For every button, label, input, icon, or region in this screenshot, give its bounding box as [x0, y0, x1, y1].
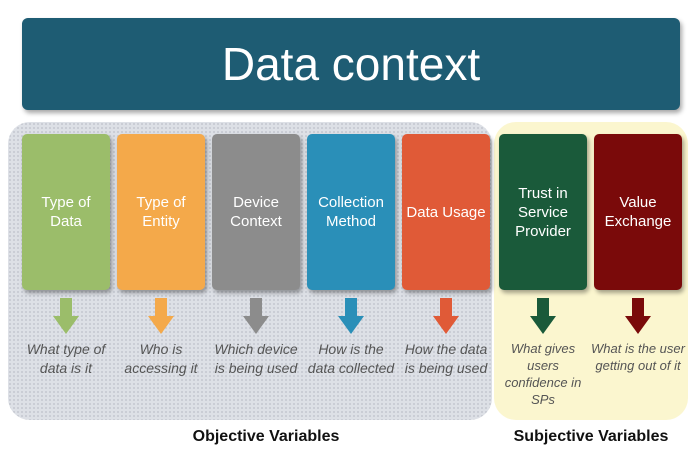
card-label: Type of Data — [41, 194, 91, 230]
down-arrow-icon — [243, 298, 269, 334]
page-title: Data context — [221, 38, 481, 90]
card-label: Collection Method — [318, 194, 384, 230]
card-value-exchange: Value Exchange — [594, 134, 682, 290]
card-label: Value Exchange — [604, 194, 672, 230]
description-type-of-entity: Who is accessing it — [124, 341, 198, 376]
description-value-exchange: What is the user getting out of it — [591, 341, 685, 373]
down-arrow-icon — [53, 298, 79, 334]
objective-variables-label: Objective Variables — [192, 428, 340, 445]
card-label: Data Usage — [406, 203, 486, 221]
card-data-usage: Data Usage — [402, 134, 490, 290]
card-label: Type of Entity — [136, 194, 186, 230]
down-arrow-icon — [625, 298, 651, 334]
card-label: Trust in Service Provider — [515, 184, 571, 240]
description-device-context: Which device is being used — [214, 341, 298, 376]
title-banner: Data context — [22, 18, 680, 110]
down-arrow-icon — [338, 298, 364, 334]
subjective-variables-label: Subjective Variables — [513, 428, 669, 445]
down-arrow-icon — [530, 298, 556, 334]
description-collection-method: How is the data collected — [307, 341, 395, 376]
down-arrow-icon — [148, 298, 174, 334]
card-type-of-data: Type of Data — [22, 134, 110, 290]
description-trust-in-service-provider: What gives users confidence in SPs — [504, 341, 582, 407]
card-collection-method: Collection Method — [307, 134, 395, 290]
description-data-usage: How the data is being used — [404, 341, 488, 376]
card-trust-in-service-provider: Trust in Service Provider — [499, 134, 587, 290]
description-type-of-data: What type of data is it — [26, 341, 106, 376]
card-label: Device Context — [230, 194, 282, 230]
card-type-of-entity: Type of Entity — [117, 134, 205, 290]
down-arrow-icon — [433, 298, 459, 334]
card-device-context: Device Context — [212, 134, 300, 290]
